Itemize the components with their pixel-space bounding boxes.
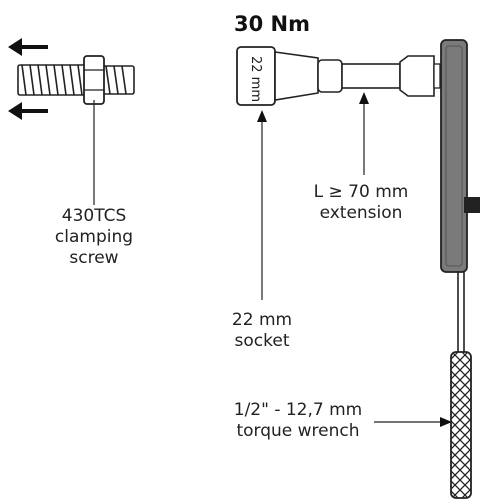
wrench-pointer-arrow-icon bbox=[374, 417, 452, 427]
wrench-label: 1/2" - 12,7 mm torque wrench bbox=[218, 400, 378, 442]
pull-arrow-bottom-icon bbox=[8, 102, 48, 120]
clamping-screw-label: 430TCS clamping screw bbox=[44, 206, 144, 269]
extension-label-line-1: L ≥ 70 mm bbox=[313, 182, 409, 202]
clamping-screw-label-line-1: 430TCS bbox=[61, 206, 127, 226]
extension-pointer-arrow-icon bbox=[359, 92, 369, 175]
socket-label: 22 mm socket bbox=[212, 310, 312, 352]
clamping-screw-label-line-2: clamping bbox=[54, 227, 134, 247]
screw-nut bbox=[83, 55, 105, 105]
extension-label: L ≥ 70 mm extension bbox=[298, 182, 424, 224]
wrench-label-line-1: 1/2" - 12,7 mm bbox=[233, 400, 363, 420]
clamping-screw-illustration bbox=[8, 38, 135, 205]
screw-threads bbox=[17, 64, 135, 96]
extension-bar bbox=[341, 63, 401, 89]
clamping-screw-label-line-3: screw bbox=[69, 248, 119, 268]
socket-size-marking: 22 mm bbox=[248, 56, 263, 102]
pull-arrow-top-icon bbox=[8, 38, 48, 56]
wrench-grip bbox=[450, 351, 472, 499]
extension-label-line-2: extension bbox=[319, 203, 403, 223]
wrench-label-line-2: torque wrench bbox=[236, 421, 360, 441]
socket-extension-illustration: 22 mm bbox=[236, 46, 441, 300]
socket-label-line-1: 22 mm bbox=[231, 310, 293, 330]
torque-value: 30 Nm bbox=[234, 12, 310, 36]
wrench-head bbox=[440, 39, 468, 273]
socket-pointer-arrow-icon bbox=[257, 110, 267, 300]
socket-label-line-2: socket bbox=[234, 331, 290, 351]
torque-wrench-illustration bbox=[374, 39, 480, 499]
